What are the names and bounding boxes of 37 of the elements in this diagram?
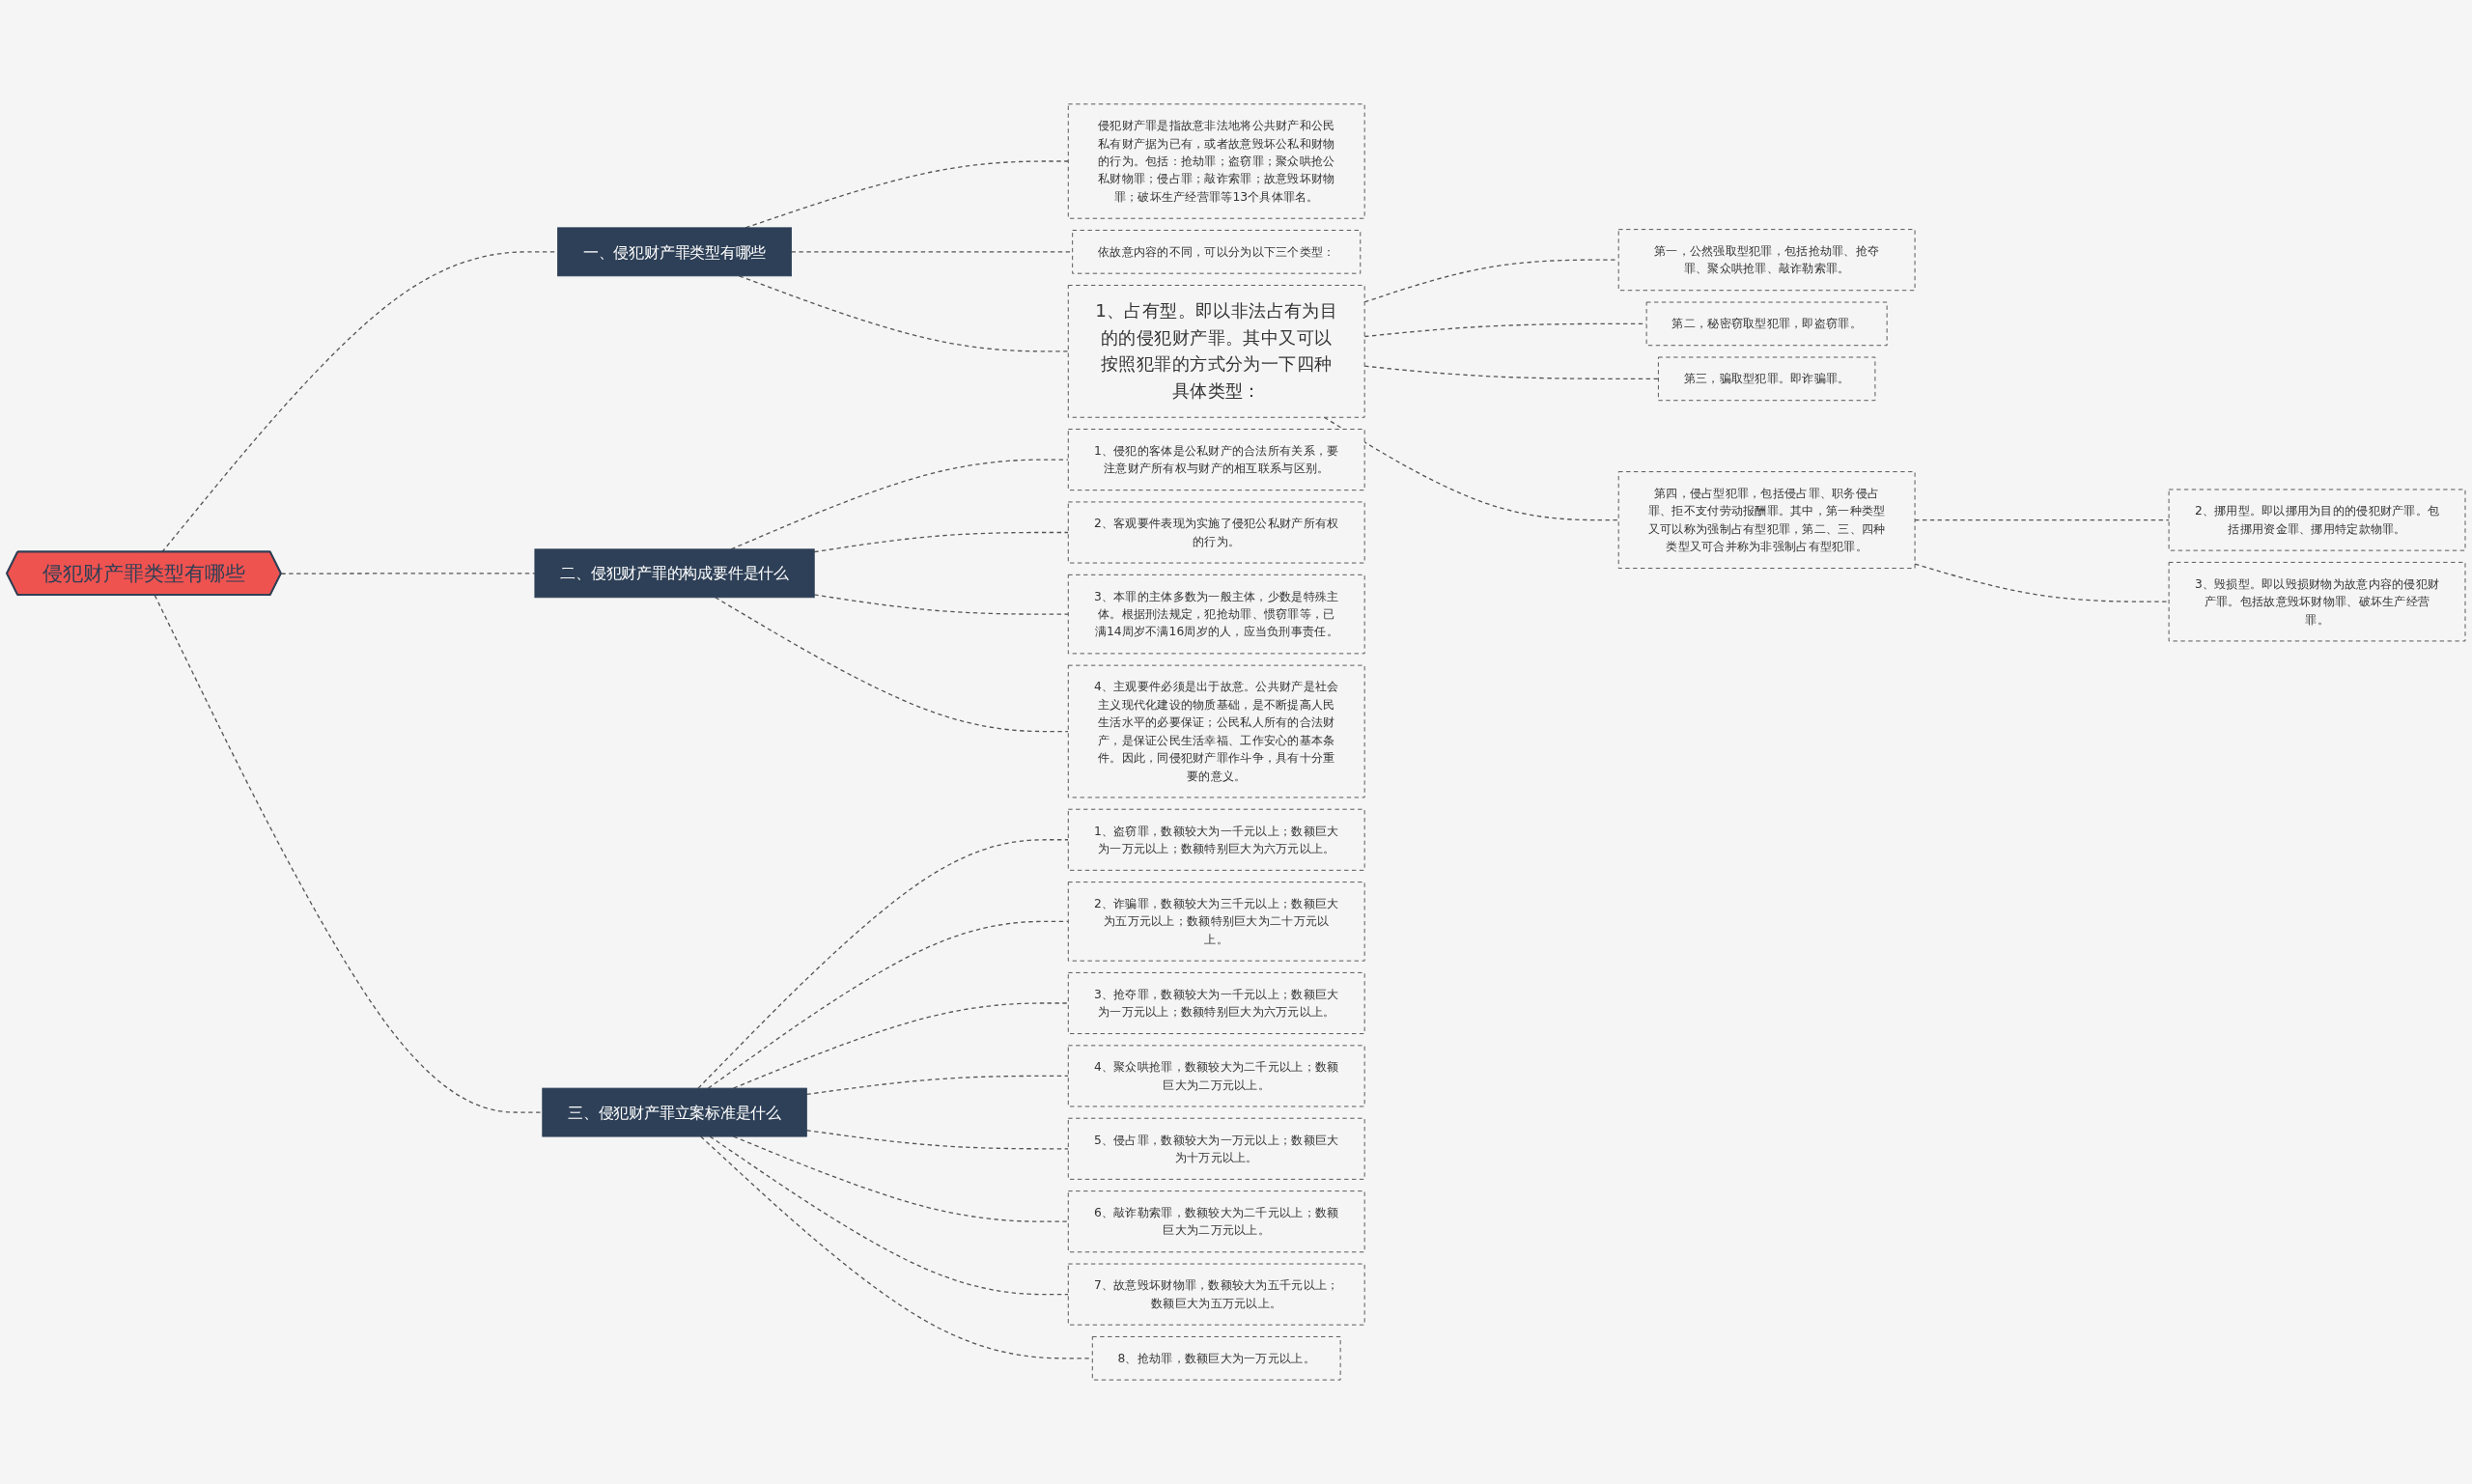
node-box: 第一，公然强取型犯罪，包括抢劫罪、抢夺罪、聚众哄抢罪、敲诈勒索罪。: [1617, 229, 1916, 292]
node-box: 1、盗窃罪，数额较大为一千元以上；数额巨大为一万元以上；数额特别巨大为六万元以上。: [1067, 808, 1365, 871]
connector: [813, 531, 1069, 553]
node-box: 第三，骗取型犯罪。即诈骗罪。: [1657, 356, 1876, 402]
node-box: 一、侵犯财产罪类型有哪些: [557, 227, 793, 277]
connector: [707, 920, 1069, 1089]
node-box: 第二，秘密窃取型犯罪，即盗窃罪。: [1645, 301, 1888, 347]
connector: [1363, 365, 1660, 380]
node-box: 侵犯财产罪是指故意非法地将公共财产和公民私有财产据为已有，或者故意毁坏公私和财物的行为。包括：抢劫罪；盗窃罪；聚众哄抢公私财物罪；侵占罪；敲诈索罪；故意毁坏财物罪；破坏生产经营罪等13个具体罪名。: [1067, 103, 1365, 219]
connector: [738, 275, 1069, 352]
node-box: 3、抢夺罪，数额较大为一千元以上；数额巨大为一万元以上；数额特别巨大为六万元以上。: [1067, 971, 1365, 1034]
node-box: 2、挪用型。即以挪用为目的的侵犯财产罪。包括挪用资金罪、挪用特定款物罪。: [2168, 489, 2466, 551]
connector: [709, 1135, 1069, 1296]
node-box: 5、侵占罪，数额较大为一万元以上；数额巨大为十万元以上。: [1067, 1117, 1365, 1180]
node-box: 3、本罪的主体多数为一般主体，少数是特殊主体。根据刑法规定，犯抢劫罪、惯窃罪等，已满14周岁不满16周岁的人，应当负刑事责任。: [1067, 574, 1365, 655]
connector: [1914, 518, 2170, 521]
node-box: 7、故意毁坏财物罪，数额较大为五千元以上；数额巨大为五万元以上。: [1067, 1263, 1365, 1326]
node-box: 4、聚众哄抢罪，数额较大为二千元以上；数额巨大为二万元以上。: [1067, 1045, 1365, 1107]
node-box: 2、客观要件表现为实施了侵犯公私财产所有权的行为。: [1067, 501, 1365, 564]
node-box: 8、抢劫罪，数额巨大为一万元以上。: [1091, 1336, 1341, 1381]
node-box: 3、毁损型。即以毁损财物为故意内容的侵犯财产罪。包括故意毁坏财物罪、破坏生产经营罪。: [2168, 561, 2466, 642]
node-box: 二、侵犯财产罪的构成要件是什么: [534, 548, 815, 599]
connector: [805, 1130, 1069, 1150]
node-box: 2、诈骗罪，数额较大为三千元以上；数额巨大为五万元以上；数额特别巨大为二十万元以上。: [1067, 882, 1365, 962]
node-box: 第四，侵占型犯罪，包括侵占罪、职务侵占罪、拒不支付劳动报酬罪。其中，第一种类型又可以称为强制占有型犯罪，第二、三、四种类型又可合并称为非强制占有型犯罪。: [1617, 471, 1916, 569]
connector: [715, 597, 1069, 733]
connector: [697, 839, 1069, 1089]
connector: [813, 594, 1069, 615]
connector: [805, 1075, 1069, 1096]
node-box: 1、占有型。即以非法占有为目的的侵犯财产罪。其中又可以按照犯罪的方式分为一下四种具体类型：: [1067, 285, 1365, 418]
node-box: 三、侵犯财产罪立案标准是什么: [542, 1087, 807, 1137]
connector: [1323, 416, 1619, 521]
node-box: 4、主观要件必须是出于故意。公共财产是社会主义现代化建设的物质基础，是不断提高人民生活水平的必要保证；公民私人所有的合法财产，是保证公民生活幸福、工作安心的基本条件。因此，同侵犯财产罪作斗争，具有十分重要的意义。: [1067, 664, 1365, 798]
node-box: 1、侵犯的客体是公私财产的合法所有关系，要注意财产所有权与财产的相互联系与区别。: [1067, 429, 1365, 491]
node-box: 依故意内容的不同，可以分为以下三个类型：: [1072, 230, 1362, 274]
connector: [280, 573, 536, 574]
node-box: 6、敲诈勒索罪，数额较大为二千元以上；数额巨大为二万元以上。: [1067, 1190, 1365, 1253]
